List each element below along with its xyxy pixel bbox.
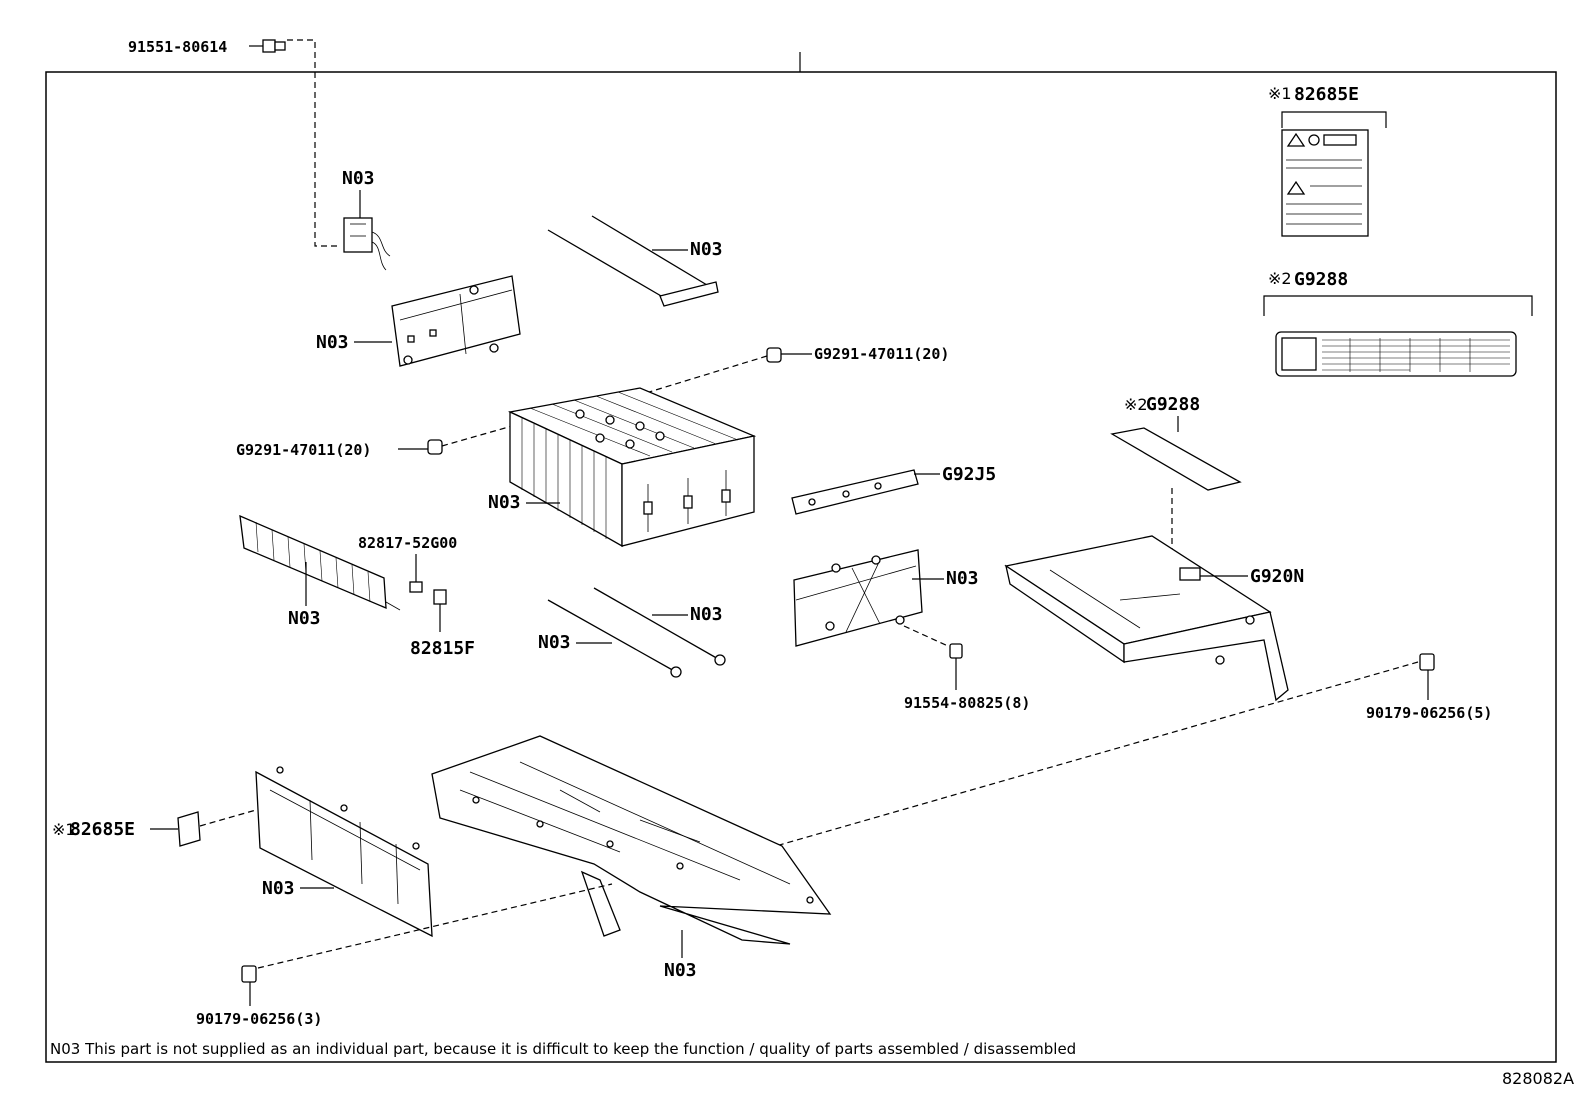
label-n03-connector[interactable]: N03	[342, 168, 375, 189]
inset1-label[interactable]: 82685E	[1294, 84, 1359, 105]
rod-bottom-pair-icon	[547, 587, 726, 678]
upper-cover-icon	[1004, 535, 1289, 702]
nut-right-icon	[1419, 653, 1435, 671]
bracket-lower-icon	[793, 549, 923, 647]
bracket-upper-icon	[391, 275, 521, 367]
inset2-sticker-icon	[1275, 331, 1517, 377]
label-left-mark: ※1	[52, 820, 76, 839]
inset2-mark: ※2	[1268, 269, 1292, 288]
diagram-reference-number: 828082A	[1502, 1069, 1574, 1088]
g9288-sticker-icon	[1110, 427, 1242, 491]
label-n03-bracket-left[interactable]: N03	[316, 332, 349, 353]
label-82685e-left[interactable]: 82685E	[70, 819, 135, 840]
assembly-frame	[45, 71, 1557, 1063]
label-g920n[interactable]: G920N	[1250, 566, 1304, 587]
label-bolt-mid[interactable]: 91554-80825(8)	[904, 694, 1030, 712]
clip-right-icon	[766, 347, 782, 363]
lower-frame-icon	[431, 735, 832, 945]
inset2-label[interactable]: G9288	[1294, 269, 1348, 290]
g92j5-part-icon	[791, 469, 919, 515]
label-clip-left[interactable]: G9291-47011(20)	[236, 441, 371, 459]
clip-left-icon	[427, 439, 443, 455]
busbar-module-icon	[239, 514, 401, 611]
lower-plate-icon	[255, 766, 433, 938]
bolt-mid-icon	[949, 643, 963, 659]
label-sensor-b[interactable]: 82815F	[410, 638, 475, 659]
label-sensor-a[interactable]: 82817-52G00	[358, 534, 457, 552]
label-n03-rod-bottom-right[interactable]: N03	[690, 604, 723, 625]
inset1-mark: ※1	[1268, 84, 1292, 103]
connector-part-icon	[343, 217, 391, 271]
label-g92j5[interactable]: G92J5	[942, 464, 996, 485]
bolt-top-icon	[262, 39, 286, 53]
label-n03-battery[interactable]: N03	[488, 492, 521, 513]
label-g9288[interactable]: G9288	[1146, 394, 1200, 415]
footnote: N03 This part is not supplied as an indi…	[50, 1040, 1076, 1058]
inset1-sticker-icon	[1281, 129, 1369, 237]
label-bolt-top[interactable]: 91551-80614	[128, 38, 227, 56]
sensor-a-icon	[409, 581, 423, 593]
battery-module-icon	[507, 387, 757, 548]
label-nut-left[interactable]: 90179-06256(3)	[196, 1010, 322, 1028]
nut-left-icon	[241, 965, 257, 983]
label-n03-bracket-right[interactable]: N03	[946, 568, 979, 589]
rod-top-pair-icon	[547, 215, 719, 307]
sensor-b-icon	[433, 589, 447, 605]
label-n03-plate[interactable]: N03	[262, 878, 295, 899]
label-clip-right[interactable]: G9291-47011(20)	[814, 345, 949, 363]
label-sticker-icon	[177, 811, 201, 847]
label-n03-rod-top[interactable]: N03	[690, 239, 723, 260]
label-n03-rod-bottom-left[interactable]: N03	[538, 632, 571, 653]
label-nut-right[interactable]: 90179-06256(5)	[1366, 704, 1492, 722]
label-n03-frame[interactable]: N03	[664, 960, 697, 981]
g9288-mark: ※2	[1124, 395, 1148, 414]
label-n03-busbar[interactable]: N03	[288, 608, 321, 629]
